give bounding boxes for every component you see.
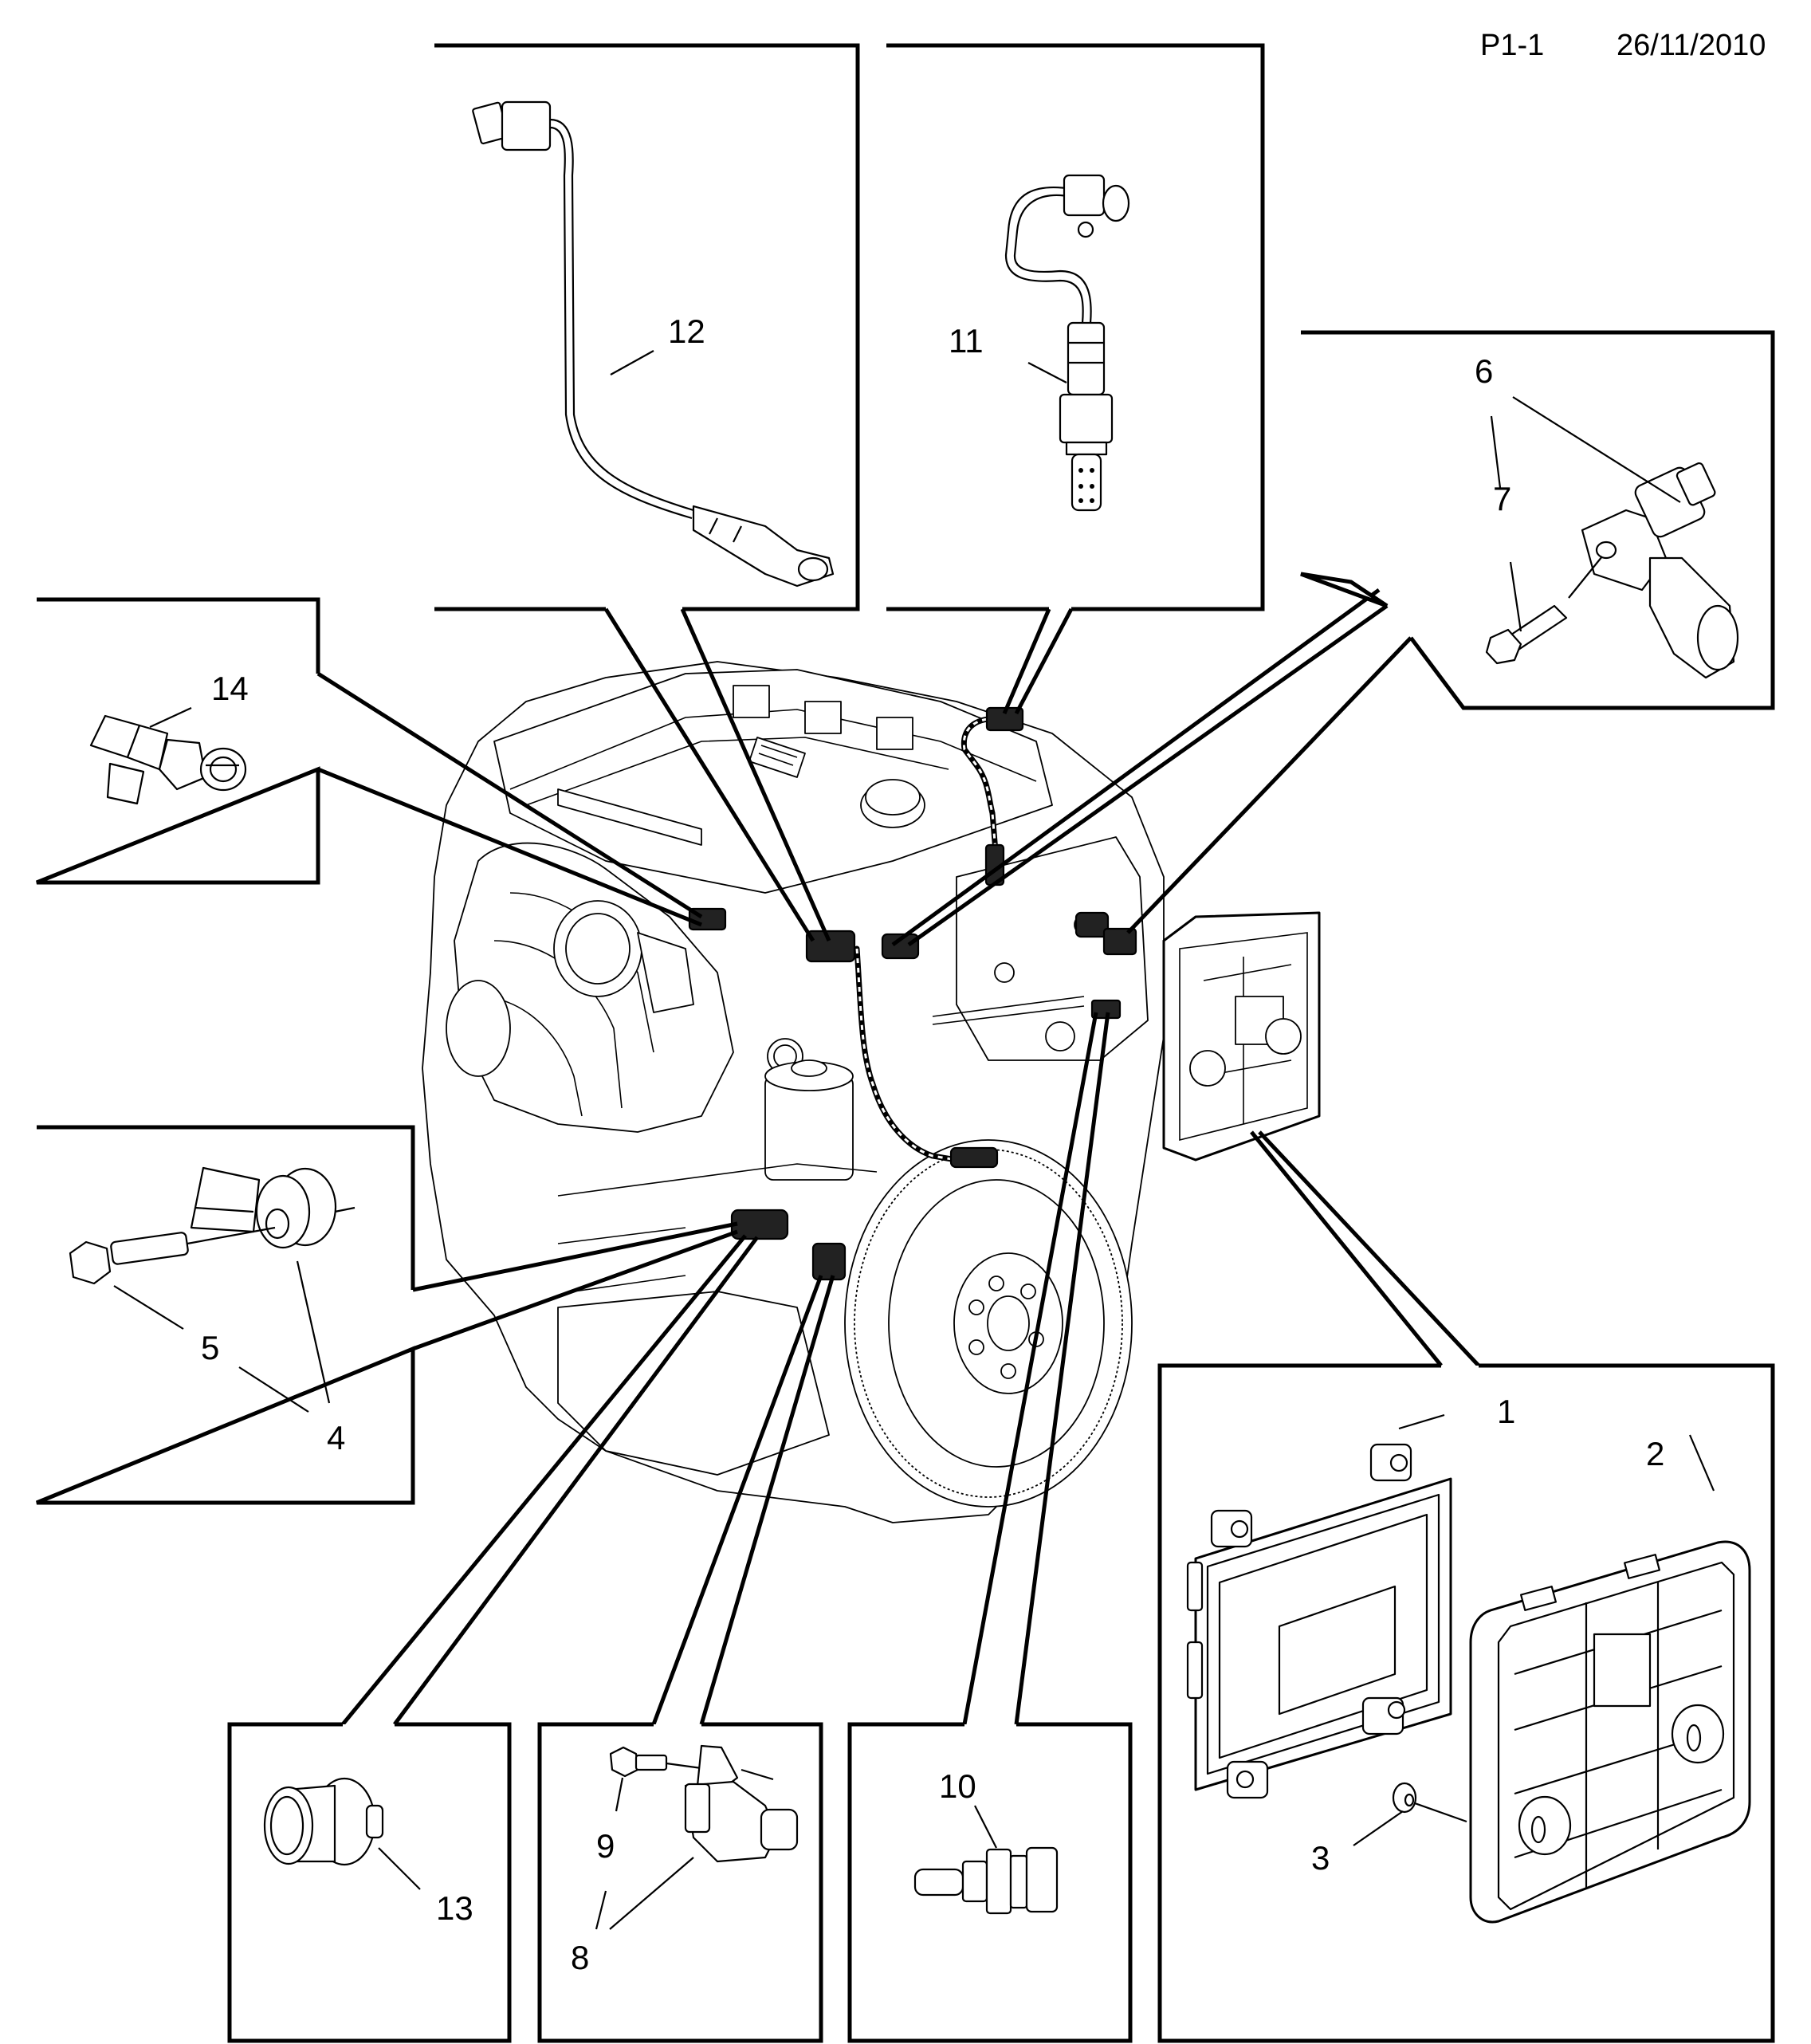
callout-6-7-leader (1490, 415, 1502, 489)
o2-sensor-12-connector (805, 930, 856, 963)
callout-13-leader (378, 1847, 421, 1890)
oxygen-sensor-11-illustration (1004, 174, 1130, 512)
callout-box-12: 12 (434, 43, 860, 611)
callout-box-11: 11 (886, 43, 1265, 611)
callout-7: 7 (1493, 480, 1511, 517)
callout-1-leader (1398, 1413, 1445, 1430)
cam-sensor-connector-on-engine (1074, 911, 1110, 938)
callout-14: 14 (211, 670, 249, 707)
ecu-module-illustration (1186, 1443, 1452, 1799)
callout-box-1-2-3: 1 2 3 (1157, 1363, 1775, 2043)
callout-12-leader (610, 350, 654, 375)
callout-7-leader (1509, 561, 1522, 632)
oxygen-sensor-12-illustration (472, 100, 835, 588)
flywheel-illustration (844, 1139, 1133, 1507)
ecu-bracket-illustration (1469, 1540, 1751, 1924)
callout-3: 3 (1311, 1839, 1330, 1877)
knock-sensor-illustration (69, 1166, 356, 1285)
callout-5: 5 (201, 1329, 219, 1366)
callout-box-10: 10 (847, 1722, 1133, 2043)
callout-10: 10 (939, 1767, 976, 1805)
oil-pressure-switch-illustration (263, 1777, 384, 1866)
callout-14-leader (149, 707, 192, 728)
callout-9: 9 (596, 1827, 615, 1865)
callout-3-leader (1353, 1810, 1404, 1846)
callout-8: 8 (571, 1939, 589, 1976)
map-sensor-illustration (89, 714, 247, 805)
callout-11-leader (1027, 362, 1067, 383)
camshaft-sensor-illustration (1485, 462, 1739, 679)
callout-box-4-5: 5 4 (36, 1125, 415, 1505)
nut-illustration (1392, 1782, 1467, 1823)
callout-8-leader (609, 1857, 694, 1930)
callout-5-leader (113, 1285, 184, 1330)
page-reference: P1-1 (1480, 29, 1545, 62)
callout-box-14: 14 (36, 597, 320, 885)
callout-2-leader (1688, 1434, 1715, 1492)
callout-9-leader (615, 1777, 624, 1812)
callout-4-leader (296, 1260, 331, 1404)
engine-assembly-illustration (422, 661, 1321, 1523)
cam-sensor-on-engine (881, 933, 920, 960)
callout-10-leader (974, 1805, 997, 1849)
callout-box-13: 13 (227, 1722, 512, 2043)
page-date: 26/11/2010 (1617, 29, 1766, 62)
crankshaft-sensor-illustration (609, 1744, 799, 1863)
callout-12: 12 (668, 312, 705, 350)
coolant-temp-sensor-illustration (913, 1846, 1059, 1915)
callout-13: 13 (436, 1889, 473, 1927)
mounted-ecu-bracket-illustration (1162, 911, 1321, 1162)
callout-9-8-leader (595, 1890, 607, 1930)
callout-box-8-9: 9 8 (537, 1722, 823, 2043)
leader-lines (316, 588, 1480, 1726)
callout-box-6-7: 6 7 (1300, 330, 1775, 710)
knock-sensor-on-engine (730, 1209, 789, 1240)
callout-6-leader (1512, 396, 1681, 503)
callout-5-4-leader (238, 1366, 309, 1413)
callout-11: 11 (949, 322, 984, 360)
crank-sensor-on-engine (811, 1242, 847, 1281)
callout-1: 1 (1497, 1393, 1515, 1430)
callout-4: 4 (327, 1419, 345, 1456)
callout-2: 2 (1646, 1435, 1664, 1472)
callout-6: 6 (1475, 352, 1493, 390)
